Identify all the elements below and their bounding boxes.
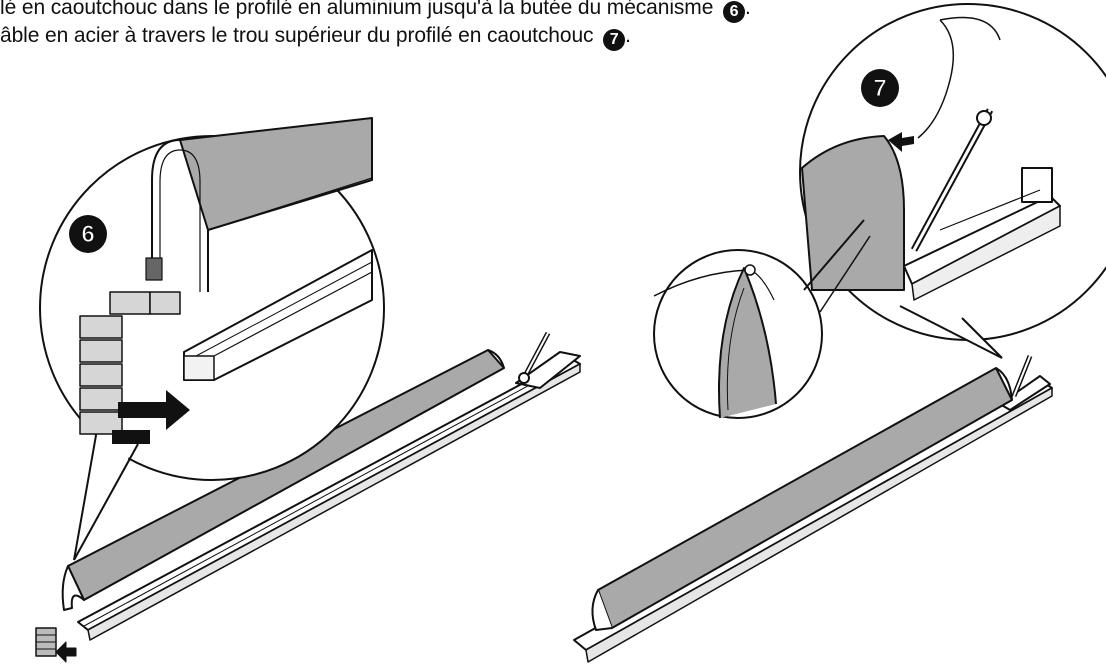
rubber-end-stack	[79, 291, 181, 435]
callout-inset	[653, 219, 871, 419]
instruction-line-2: âble en acier à travers le trou supérieu…	[0, 24, 631, 51]
insert-arrow-large	[118, 390, 190, 430]
instruction-end-2: .	[625, 24, 631, 47]
step-6-badge: 6	[723, 1, 746, 23]
rubber-profile-right	[597, 367, 1013, 629]
cable-arrow	[888, 132, 914, 152]
left-assembly: 6	[35, 117, 581, 663]
callout-step-7: 7	[799, 3, 1106, 359]
callout-step-6: 6	[39, 117, 385, 561]
step-7-badge: 7	[603, 29, 626, 51]
callout-7-label: 7	[873, 75, 886, 102]
insert-arrow-small	[55, 641, 77, 663]
instruction-text-1: lé en caoutchouc dans le profilé en alum…	[0, 0, 714, 19]
callout-6-label: 6	[81, 221, 94, 248]
instruction-line-1: lé en caoutchouc dans le profilé en alum…	[0, 0, 751, 23]
mechanism-left	[515, 331, 581, 389]
instruction-end-1: .	[745, 0, 751, 19]
instruction-text-2: âble en acier à travers le trou supérieu…	[0, 24, 594, 47]
steel-cable	[917, 16, 1001, 139]
right-assembly: 7	[573, 3, 1106, 663]
mechanism-right	[999, 355, 1051, 411]
end-block-left	[35, 627, 77, 663]
